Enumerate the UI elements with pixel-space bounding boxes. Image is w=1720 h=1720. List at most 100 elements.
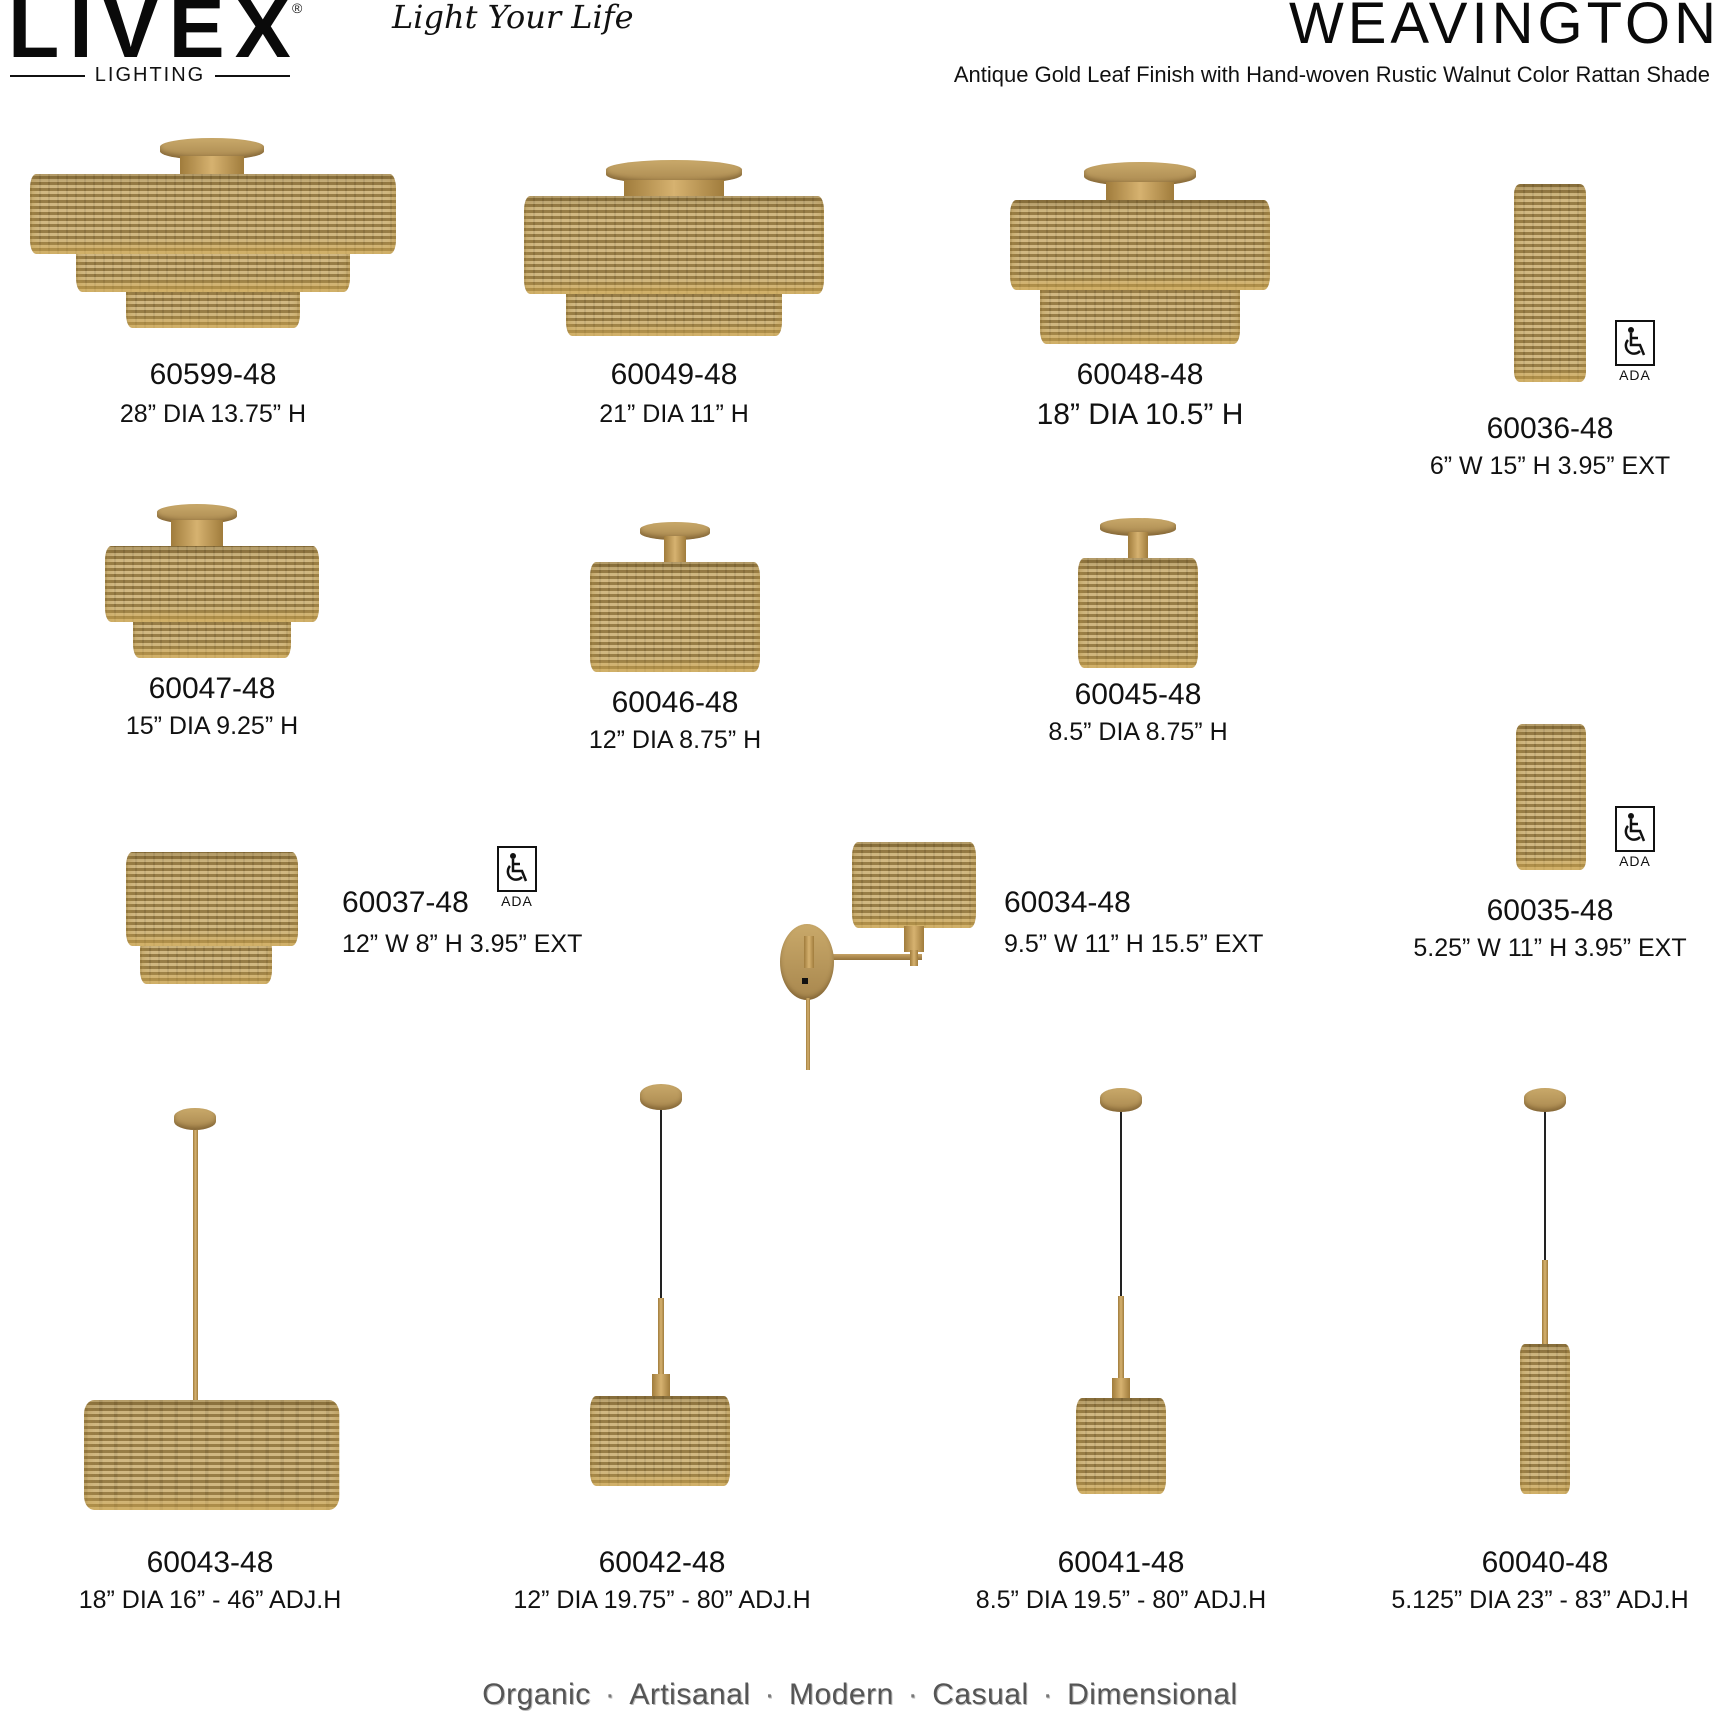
keyword: Organic: [482, 1678, 591, 1711]
product-dims: 6” W 15” H 3.95” EXT: [1429, 452, 1671, 480]
product-dims: 8.5” DIA 19.5” - 80” ADJ.H: [975, 1586, 1267, 1614]
tagline: Light Your Life: [392, 0, 634, 36]
canopy: [1524, 1088, 1566, 1112]
product-sku: 60599-48: [149, 358, 277, 391]
product-sku: 60049-48: [610, 358, 738, 391]
rattan-shade: [852, 842, 976, 928]
product-60046-48: 60046-48 12” DIA 8.75” H: [589, 522, 761, 762]
product-sku: 60036-48: [1486, 412, 1614, 445]
product-dims: 12” DIA 19.75” - 80” ADJ.H: [513, 1586, 811, 1614]
product-60599-48: 60599-48 28” DIA 13.75” H: [30, 138, 396, 428]
product-sku: 60043-48: [146, 1546, 274, 1579]
rattan-shade-tier-2: [524, 196, 824, 294]
rattan-shade: [1520, 1344, 1570, 1494]
wheelchair-icon: [1624, 327, 1646, 356]
product-60048-48: 60048-48 18” DIA 10.5” H: [1010, 162, 1270, 442]
separator: ·: [907, 1678, 919, 1711]
rattan-shade: [590, 562, 760, 672]
registered-mark: ®: [292, 0, 303, 16]
plate-hinge: [804, 936, 814, 968]
separator: ·: [604, 1678, 616, 1711]
product-sku: 60035-48: [1486, 894, 1614, 927]
product-sku: 60048-48: [1076, 358, 1204, 391]
product-dims: 5.125” DIA 23” - 83” ADJ.H: [1391, 1586, 1689, 1614]
keyword: Dimensional: [1067, 1678, 1238, 1711]
ada-label: ADA: [1619, 853, 1651, 869]
arm-pivot: [910, 950, 918, 966]
ada-badge: ADA: [1614, 806, 1656, 869]
collection-subtitle: Antique Gold Leaf Finish with Hand-woven…: [953, 62, 1710, 87]
ada-badge: ADA: [496, 846, 538, 909]
divider: [10, 74, 85, 77]
ada-label: ADA: [1619, 367, 1651, 383]
product-60034-48: 60034-48 9.5” W 11” H 15.5” EXT: [776, 842, 1336, 1072]
brand-wordmark: LIVEX: [8, 0, 301, 75]
fixture-body: [1128, 532, 1148, 562]
cord: [1120, 1112, 1122, 1298]
canopy: [160, 138, 264, 160]
product-sku: 60037-48: [342, 886, 469, 919]
product-sku: 60034-48: [1004, 886, 1131, 919]
product-dims: 5.25” W 11” H 3.95” EXT: [1413, 934, 1687, 962]
product-sku: 60046-48: [611, 686, 739, 719]
fixture-body: [171, 520, 223, 550]
product-dims: 8.5” DIA 8.75” H: [1048, 718, 1228, 746]
rod: [658, 1298, 664, 1378]
socket: [1112, 1378, 1130, 1398]
product-60047-48: 60047-48 15” DIA 9.25” H: [105, 504, 319, 744]
switch-icon[interactable]: [802, 978, 808, 984]
keyword: Modern: [789, 1678, 894, 1711]
brand-sub-text: LIGHTING: [94, 64, 206, 86]
fixture-body: [664, 536, 686, 570]
product-60035-48: ADA 60035-48 5.25” W 11” H 3.95” EXT: [1390, 724, 1710, 974]
product-dims: 28” DIA 13.75” H: [119, 400, 307, 428]
cord: [1544, 1112, 1546, 1262]
socket: [904, 926, 924, 952]
canopy: [640, 522, 710, 540]
ada-badge: ADA: [1614, 320, 1656, 383]
rattan-shade: [1078, 558, 1198, 668]
product-60043-48: 60043-48 18” DIA 16” - 46” ADJ.H: [40, 1108, 380, 1628]
socket: [652, 1374, 670, 1396]
rattan-shade: [84, 1400, 340, 1510]
canopy: [1100, 518, 1176, 536]
wheelchair-icon: [1624, 813, 1646, 842]
product-dims: 9.5” W 11” H 15.5” EXT: [1004, 930, 1264, 958]
canopy: [640, 1084, 682, 1110]
product-60049-48: 60049-48 21” DIA 11” H: [524, 160, 824, 430]
product-dims: 12” DIA 8.75” H: [588, 726, 762, 754]
product-dims: 18” DIA 16” - 46” ADJ.H: [78, 1586, 342, 1614]
rod: [193, 1130, 198, 1400]
swing-arm: [806, 954, 922, 960]
product-sku: 60047-48: [148, 672, 276, 705]
product-dims: 18” DIA 10.5” H: [1036, 398, 1244, 431]
keyword: Artisanal: [629, 1678, 751, 1711]
canopy: [1100, 1088, 1142, 1112]
cord-cover: [806, 998, 810, 1070]
product-60037-48: 60037-48 12” W 8” H 3.95” EXT ADA: [126, 846, 646, 992]
rattan-shade-tier-3: [30, 174, 396, 254]
rattan-shade-tier-2: [126, 852, 298, 946]
product-60045-48: 60045-48 8.5” DIA 8.75” H: [1048, 518, 1228, 758]
canopy: [157, 504, 237, 524]
rattan-shade: [1514, 184, 1586, 382]
separator: ·: [764, 1678, 776, 1711]
rattan-shade-tier-2: [105, 546, 319, 622]
keyword: Casual: [932, 1678, 1029, 1711]
product-sku: 60045-48: [1074, 678, 1202, 711]
brand-sub: LIGHTING: [10, 64, 291, 87]
product-60041-48: 60041-48 8.5” DIA 19.5” - 80” ADJ.H: [960, 1084, 1300, 1624]
canopy: [174, 1108, 216, 1130]
product-sku: 60042-48: [598, 1546, 726, 1579]
product-dims: 21” DIA 11” H: [599, 400, 749, 428]
product-60040-48: 60040-48 5.125” DIA 23” - 83” ADJ.H: [1380, 1084, 1720, 1624]
rod: [1118, 1296, 1124, 1382]
rod: [1542, 1260, 1548, 1348]
rattan-shade: [1516, 724, 1586, 870]
product-60042-48: 60042-48 12” DIA 19.75” - 80” ADJ.H: [500, 1084, 860, 1624]
rattan-shade: [1076, 1398, 1166, 1494]
collection-title: WEAVINGTON: [1289, 0, 1720, 56]
rattan-shade: [590, 1396, 730, 1486]
product-sku: 60041-48: [1057, 1546, 1185, 1579]
product-60036-48: ADA 60036-48 6” W 15” H 3.95” EXT: [1400, 184, 1700, 484]
